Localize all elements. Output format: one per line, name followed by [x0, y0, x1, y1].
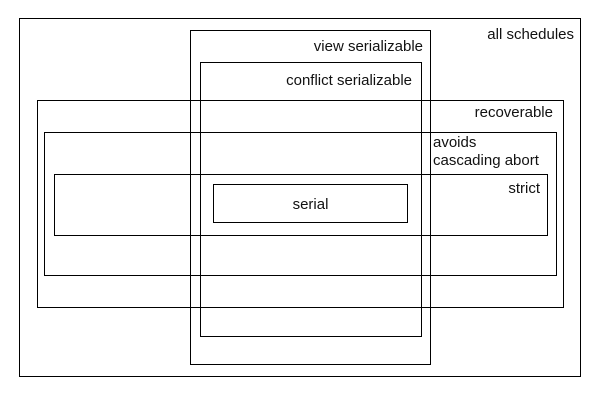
set-conflict-serializable-box — [200, 62, 422, 337]
set-recoverable-box — [37, 100, 564, 308]
set-recoverable-label: recoverable — [474, 104, 553, 121]
set-avoids-cascading-abort-box — [44, 132, 557, 276]
set-serial-box — [213, 184, 408, 223]
set-all-schedules-box — [19, 18, 581, 377]
set-conflict-serializable-label: conflict serializable — [286, 72, 412, 89]
set-strict-label: strict — [508, 180, 540, 197]
set-serial-label: serial — [292, 196, 329, 213]
set-view-serializable-label: view serializable — [313, 38, 423, 55]
set-strict-box — [54, 174, 548, 236]
label-line-avoids: avoids — [433, 134, 477, 151]
label-line-cascading-abort: cascading abort — [433, 152, 539, 169]
set-view-serializable-box — [190, 30, 431, 365]
set-all-schedules-label: all schedules — [487, 26, 574, 43]
set-avoids-cascading-abort-label: avoids cascading abort — [433, 134, 539, 170]
